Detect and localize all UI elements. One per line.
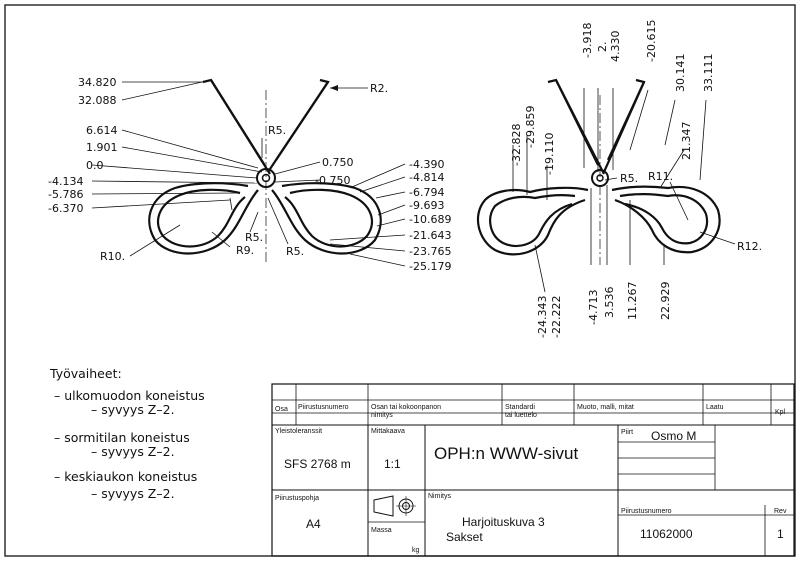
dim-m6370: -6.370 (48, 202, 83, 215)
dim-m4814: -4.814 (409, 171, 444, 184)
dim-30141: 30.141 (674, 54, 687, 93)
right-scissors-shape (476, 78, 721, 256)
hdr-kg: kg (412, 547, 420, 554)
dim-m3918: -3.918 (581, 23, 594, 58)
right-pivot-outer (591, 169, 609, 187)
right-top-dimensions: -32.828 -29.859 -19.110 -3.918 2. 4.330 … (510, 20, 715, 175)
dim-21347: 21.347 (680, 122, 693, 161)
radius-r5-top: R5. (268, 124, 286, 137)
dim-32088: 32.088 (78, 94, 117, 107)
right-radii: R5. R11. R12. (620, 170, 762, 253)
left-radii: R2. R5. R5. R5. R9. R10. (100, 82, 388, 263)
drawn-by-value: Osmo M (651, 429, 696, 443)
left-pivot-inner (261, 173, 271, 183)
hdr-piirustusnumero: Piirustusnumero (298, 404, 349, 411)
right-leaders (512, 88, 736, 293)
dim-11267: 11.267 (626, 282, 639, 321)
dim-m32828: -32.828 (510, 124, 523, 166)
dim-m22222: -22.222 (550, 296, 563, 338)
dim-m4390: -4.390 (409, 158, 444, 171)
dim-0750: 0.750 (322, 156, 354, 169)
dim-m23765: -23.765 (409, 245, 451, 258)
right-view (476, 78, 736, 293)
radius-r5-b: R5. (286, 245, 304, 258)
step-1-depth: – syvyys Z–2. (91, 402, 175, 417)
title-block-values: SFS 2768 m 1:1 OPH:n WWW-sivut Osmo M A4… (284, 429, 784, 544)
scale-value: 1:1 (384, 457, 401, 471)
step-2-op: – sormitilan koneistus (54, 430, 190, 445)
left-leaders (91, 79, 406, 267)
left-view (91, 78, 406, 267)
radius-r5-right: R5. (620, 172, 638, 185)
hdr-yleistoleranssit: Yleistoleranssit (275, 428, 322, 435)
sheet-size-value: A4 (306, 517, 321, 531)
title-block-frame (271, 383, 795, 557)
organization-name: OPH:n WWW-sivut (434, 444, 578, 463)
dim-2: 2. (596, 42, 609, 53)
dim-m20615: -20.615 (645, 20, 658, 62)
dim-m25179: -25.179 (409, 260, 451, 273)
left-y-dimensions: 34.820 32.088 6.614 1.901 0.0 -4.134 -5.… (48, 76, 118, 215)
drawing-name-line2: Sakset (446, 530, 483, 544)
radius-r2: R2. (370, 82, 388, 95)
title-block-labels: Osa Piirustusnumero Osan tai kokoonpanon… (275, 404, 787, 554)
radius-r5-a: R5. (245, 231, 263, 244)
dim-m5786: -5.786 (48, 188, 83, 201)
dim-22929: 22.929 (659, 282, 672, 321)
right-pivot-inner (596, 174, 604, 182)
title-block (271, 383, 795, 557)
dim-m29859: -29.859 (524, 106, 537, 148)
step-2-depth: – syvyys Z–2. (91, 444, 175, 459)
dim-m9693: -9.693 (409, 199, 444, 212)
projection-symbol-icon (373, 495, 416, 517)
dim-6614: 6.614 (86, 124, 118, 137)
left-right-dimensions: 0.750 -0.750 (315, 156, 354, 187)
dim-34820: 34.820 (78, 76, 117, 89)
hdr-mittakaava: Mittakaava (371, 428, 405, 435)
radius-r10: R10. (100, 250, 125, 263)
right-bottom-dimensions: -24.343 -22.222 -4.713 3.536 11.267 22.9… (536, 282, 672, 339)
dim-00: 0.0 (86, 159, 104, 172)
hdr-standardi: Standardi (505, 404, 535, 411)
dim-4330: 4.330 (609, 31, 622, 63)
dim-m10689: -10.689 (409, 213, 451, 226)
hdr-muoto: Muoto, malli, mitat (577, 404, 634, 411)
hdr-piirustusnumero-2: Piirustusnumero (621, 508, 672, 515)
hdr-laatu: Laatu (706, 404, 724, 411)
step-1-op: – ulkomuodon koneistus (54, 388, 205, 403)
dim-m24343: -24.343 (536, 296, 549, 338)
radius-r12: R12. (737, 240, 762, 253)
step-3-op: – keskiaukon koneistus (54, 469, 197, 484)
dim-m4713: -4.713 (587, 290, 600, 325)
drawing-name-line1: Harjoituskuva 3 (462, 515, 545, 529)
dim-m0750: -0.750 (315, 174, 350, 187)
revision-value: 1 (777, 527, 784, 541)
hdr-piirt: Piirt (621, 429, 633, 436)
dim-33111: 33.111 (702, 54, 715, 93)
step-3-depth: – syvyys Z–2. (91, 486, 175, 501)
dim-m21643: -21.643 (409, 229, 451, 242)
hdr-nimitys: Nimitys (428, 493, 451, 500)
hdr-luettelo: tai luettelo (505, 412, 537, 419)
work-steps-title: Työvaiheet: (49, 366, 122, 381)
radius-r11: R11. (648, 170, 673, 183)
hdr-rev: Rev (774, 508, 787, 515)
hdr-kpl: Kpl (775, 409, 786, 416)
hdr-piirustuspohja: Piirustuspohja (275, 495, 319, 502)
dim-m19110: -19.110 (543, 133, 556, 175)
tolerance-value: SFS 2768 m (284, 457, 351, 471)
hdr-massa: Massa (371, 527, 392, 534)
drawing-number-value: 11062000 (640, 527, 693, 541)
hdr-nimitys-small: nimitys (371, 412, 393, 419)
dim-1901: 1.901 (86, 141, 118, 154)
dim-m6794: -6.794 (409, 186, 444, 199)
dim-m4134: -4.134 (48, 175, 83, 188)
left-x-dimensions: -4.390 -4.814 -6.794 -9.693 -10.689 -21.… (409, 158, 451, 273)
hdr-osa: Osa (275, 406, 288, 413)
hdr-kokoonpano: Osan tai kokoonpanon (371, 404, 441, 411)
radius-r9: R9. (236, 244, 254, 257)
work-steps: Työvaiheet: – ulkomuodon koneistus – syv… (49, 366, 205, 501)
dim-3536: 3.536 (603, 287, 616, 319)
